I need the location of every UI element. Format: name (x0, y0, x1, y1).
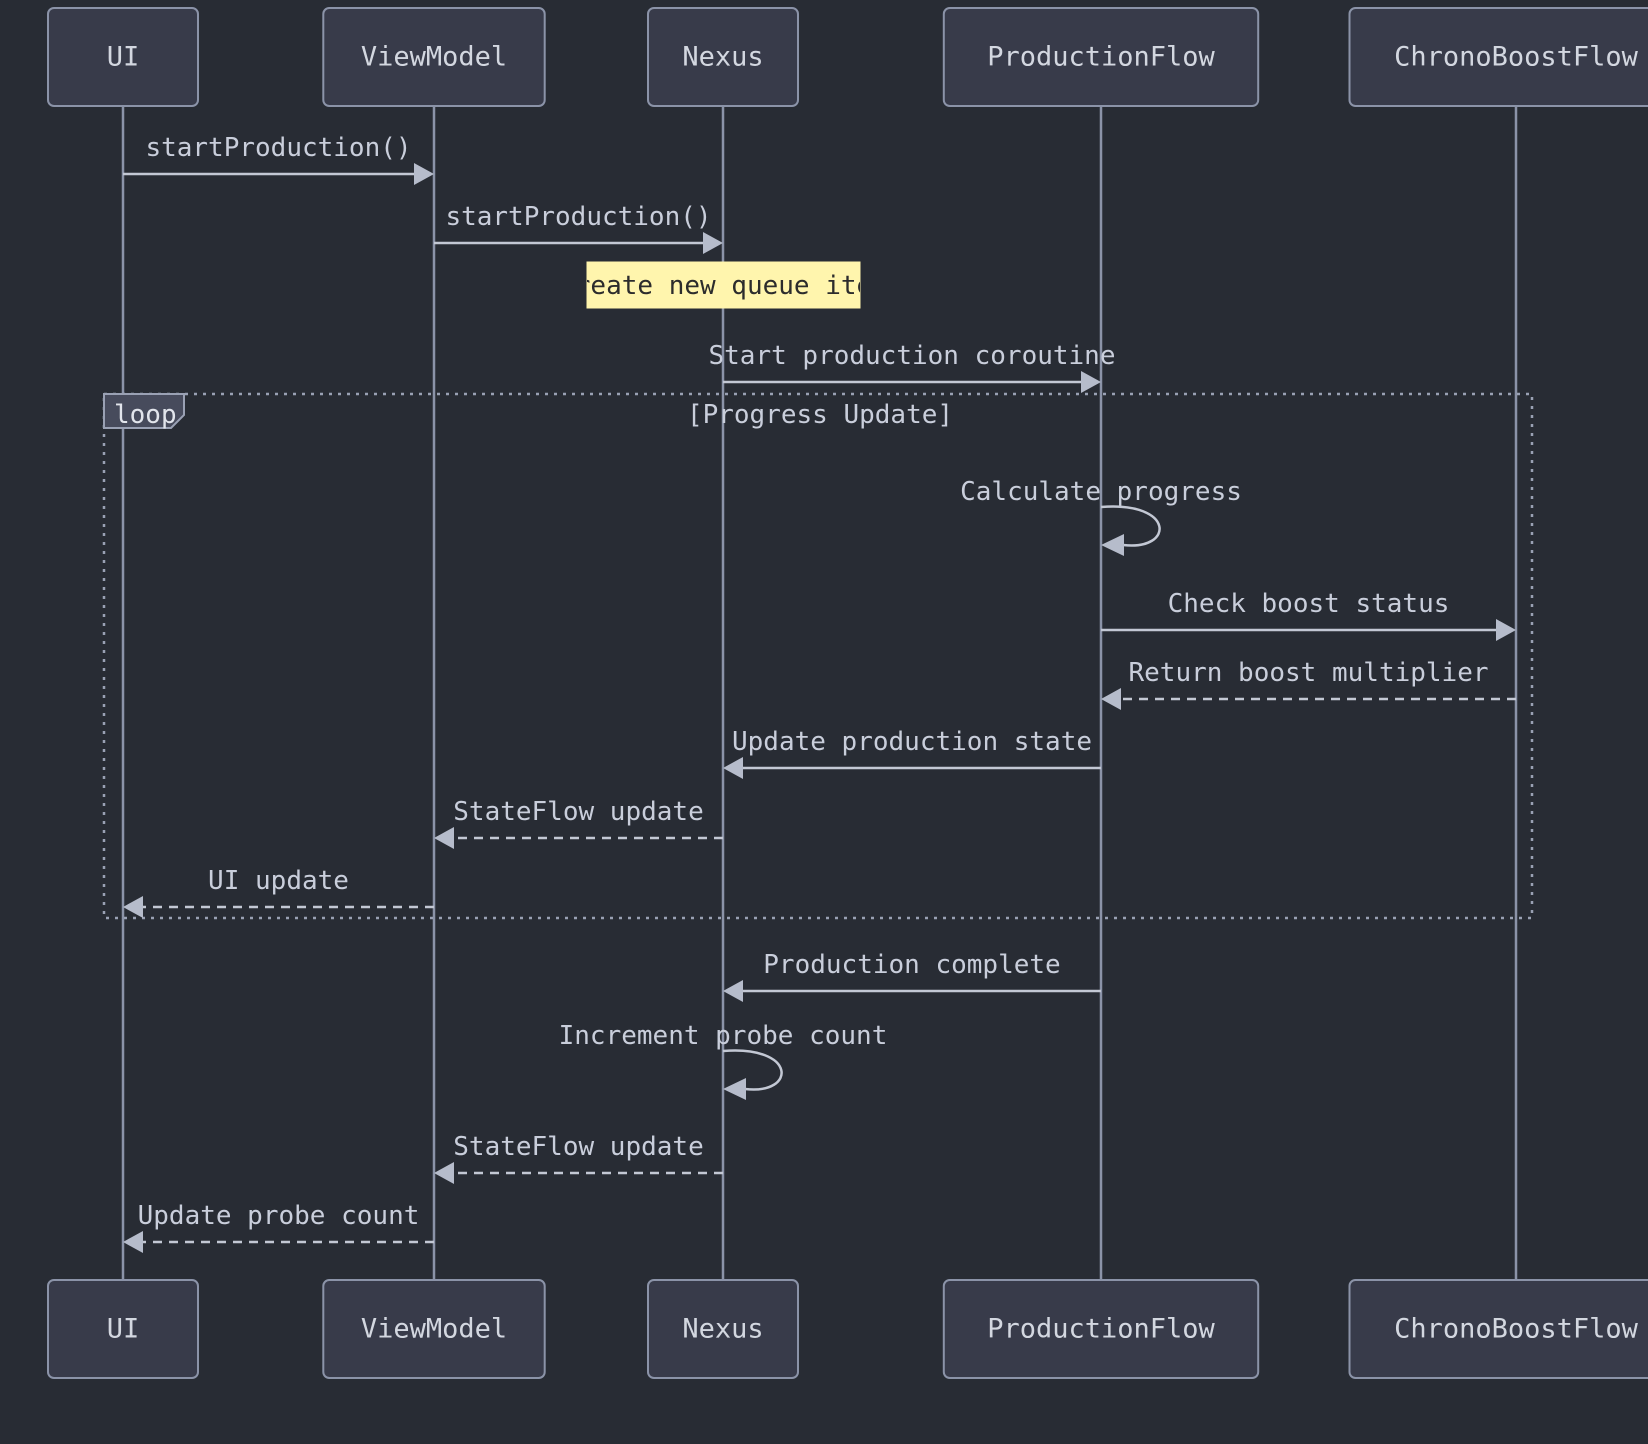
participant-productionflow-bottom[interactable]: ProductionFlow (942, 1279, 1260, 1379)
message-m7[interactable]: Update production state (723, 727, 1101, 779)
participant-ui-top[interactable]: UI (47, 7, 199, 107)
message-label-m10: Production complete (763, 950, 1060, 980)
message-m5[interactable]: Check boost status (1101, 589, 1516, 641)
message-label-m11: Increment probe count (559, 1021, 888, 1051)
message-label-m1: startProduction() (145, 133, 411, 163)
message-m3[interactable]: Start production coroutine (709, 341, 1116, 393)
message-m12[interactable]: StateFlow update (434, 1132, 723, 1184)
arrowhead-m5 (1496, 619, 1516, 641)
participant-label-ui: UI (107, 1314, 140, 1345)
participant-box-ui[interactable] (47, 7, 199, 107)
participant-viewmodel-bottom[interactable]: ViewModel (322, 1279, 546, 1379)
participant-viewmodel-top[interactable]: ViewModel (322, 7, 546, 107)
participant-box-viewmodel[interactable] (322, 1279, 546, 1379)
message-line-m11 (722, 1049, 783, 1091)
message-label-m5: Check boost status (1168, 589, 1450, 619)
message-label-m13: Update probe count (138, 1201, 420, 1231)
message-line-m4 (1100, 505, 1161, 547)
actors-top-group: UI ViewModel Nexus ProductionFlow ChronoBoos… (47, 7, 1648, 107)
message-m1[interactable]: startProduction() (123, 133, 434, 185)
participant-label-productionflow: ProductionFlow (987, 42, 1215, 73)
participant-label-chronoboostflow: ChronoBoostFlow (1394, 42, 1639, 73)
message-label-m2: startProduction() (445, 202, 711, 232)
arrowhead-m13 (123, 1231, 143, 1253)
fragment-condition-loop1: [Progress Update] (687, 400, 953, 430)
message-m11[interactable]: Increment probe count (559, 1021, 888, 1100)
participant-box-productionflow[interactable] (942, 7, 1260, 107)
message-label-m6: Return boost multiplier (1128, 658, 1488, 688)
participant-box-viewmodel[interactable] (322, 7, 546, 107)
arrowhead-m3 (1081, 371, 1101, 393)
message-label-m9: UI update (208, 866, 349, 896)
message-label-m7: Update production state (732, 727, 1092, 757)
participant-box-productionflow[interactable] (942, 1279, 1260, 1379)
message-m13[interactable]: Update probe count (123, 1201, 434, 1253)
participant-label-ui: UI (107, 42, 140, 73)
messages-group: startProduction() startProduction() Start … (123, 133, 1516, 1253)
actors-bottom-group: UI ViewModel Nexus ProductionFlow ChronoBoos… (47, 1279, 1648, 1379)
arrowhead-m8 (434, 827, 454, 849)
arrowhead-m9 (123, 896, 143, 918)
message-m9[interactable]: UI update (123, 866, 434, 918)
participant-box-nexus[interactable] (647, 7, 799, 107)
fragment-tag-shape-loop1 (103, 393, 185, 429)
arrowhead-m6 (1101, 688, 1121, 710)
arrowhead-m12 (434, 1162, 454, 1184)
participant-label-viewmodel: ViewModel (361, 42, 507, 73)
fragments-group: loop [Progress Update] (102, 392, 1534, 920)
fragment-frame-loop1 (102, 392, 1534, 920)
participant-label-chronoboostflow: ChronoBoostFlow (1394, 1314, 1639, 1345)
message-m10[interactable]: Production complete (723, 950, 1101, 1002)
participant-label-productionflow: ProductionFlow (987, 1314, 1215, 1345)
participant-ui-bottom[interactable]: UI (47, 1279, 199, 1379)
arrowhead-m1 (414, 163, 434, 185)
notes-group: Create new queue item (559, 261, 888, 309)
note-n1: Create new queue item (559, 261, 888, 309)
message-label-m3: Start production coroutine (709, 341, 1116, 371)
participant-label-nexus: Nexus (682, 42, 763, 73)
message-m8[interactable]: StateFlow update (434, 797, 723, 849)
participant-chronoboostflow-bottom[interactable]: ChronoBoostFlow (1348, 1279, 1648, 1379)
participant-nexus-bottom[interactable]: Nexus (647, 1279, 799, 1379)
participant-box-nexus[interactable] (647, 1279, 799, 1379)
fragment-tag-label-loop1: loop (114, 400, 177, 430)
participant-box-chronoboostflow[interactable] (1348, 1279, 1648, 1379)
message-m6[interactable]: Return boost multiplier (1101, 658, 1516, 710)
message-m4[interactable]: Calculate progress (960, 477, 1242, 556)
arrowhead-m11 (723, 1078, 746, 1100)
message-label-m8: StateFlow update (453, 797, 703, 827)
fragment-loop1: loop [Progress Update] (102, 392, 1534, 920)
arrowhead-m10 (723, 980, 743, 1002)
arrowhead-m4 (1101, 534, 1124, 556)
participant-chronoboostflow-top[interactable]: ChronoBoostFlow (1348, 7, 1648, 107)
arrowhead-m7 (723, 757, 743, 779)
participant-box-chronoboostflow[interactable] (1348, 7, 1648, 107)
note-background-n1 (586, 261, 861, 309)
participant-label-nexus: Nexus (682, 1314, 763, 1345)
participant-productionflow-top[interactable]: ProductionFlow (942, 7, 1260, 107)
message-label-m12: StateFlow update (453, 1132, 703, 1162)
participant-box-ui[interactable] (47, 1279, 199, 1379)
participant-label-viewmodel: ViewModel (361, 1314, 507, 1345)
message-m2[interactable]: startProduction() (434, 202, 723, 254)
participant-nexus-top[interactable]: Nexus (647, 7, 799, 107)
message-label-m4: Calculate progress (960, 477, 1242, 507)
arrowhead-m2 (703, 232, 723, 254)
note-text-n1: Create new queue item (559, 271, 888, 301)
